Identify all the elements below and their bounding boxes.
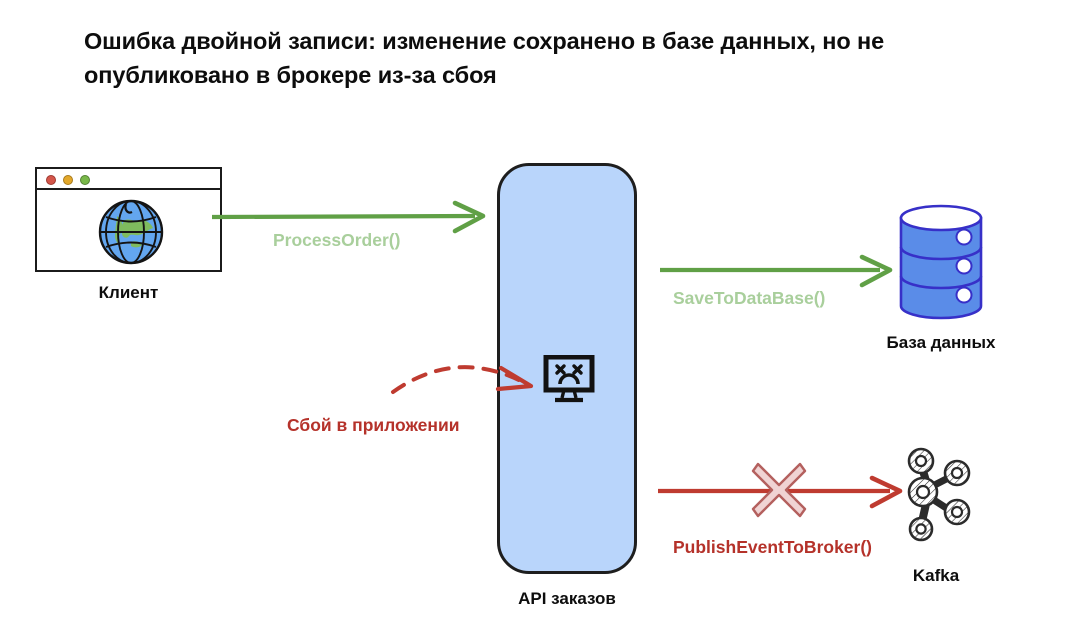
- client-label: Клиент: [98, 283, 159, 302]
- window-close-dot-icon: [46, 174, 56, 185]
- api-label: API заказов: [518, 589, 616, 608]
- database-cylinder-icon: [893, 204, 989, 320]
- kafka-label: Kafka: [912, 566, 960, 585]
- x-cross-icon: [751, 462, 807, 518]
- window-minimize-dot-icon: [63, 174, 73, 185]
- browser-titlebar: [37, 169, 220, 190]
- edge-process-order-arrow: [211, 200, 486, 234]
- edge-label-save-to-database: SaveToDataBase(): [673, 288, 826, 308]
- edge-label-publish-event-to-broker: PublishEventToBroker(): [673, 537, 873, 557]
- window-maximize-dot-icon: [80, 174, 90, 185]
- database-label: База данных: [886, 333, 996, 352]
- edge-label-app-failure: Сбой в приложении: [287, 415, 460, 435]
- edge-save-to-database-arrow: [660, 254, 893, 288]
- client-browser-window: [35, 167, 222, 272]
- page-title: Ошибка двойной записи: изменение сохране…: [84, 28, 885, 88]
- edge-label-process-order: ProcessOrder(): [273, 230, 401, 250]
- kafka-logo-icon: [899, 447, 973, 543]
- globe-icon: [95, 196, 167, 268]
- crash-monitor-icon: [543, 354, 595, 403]
